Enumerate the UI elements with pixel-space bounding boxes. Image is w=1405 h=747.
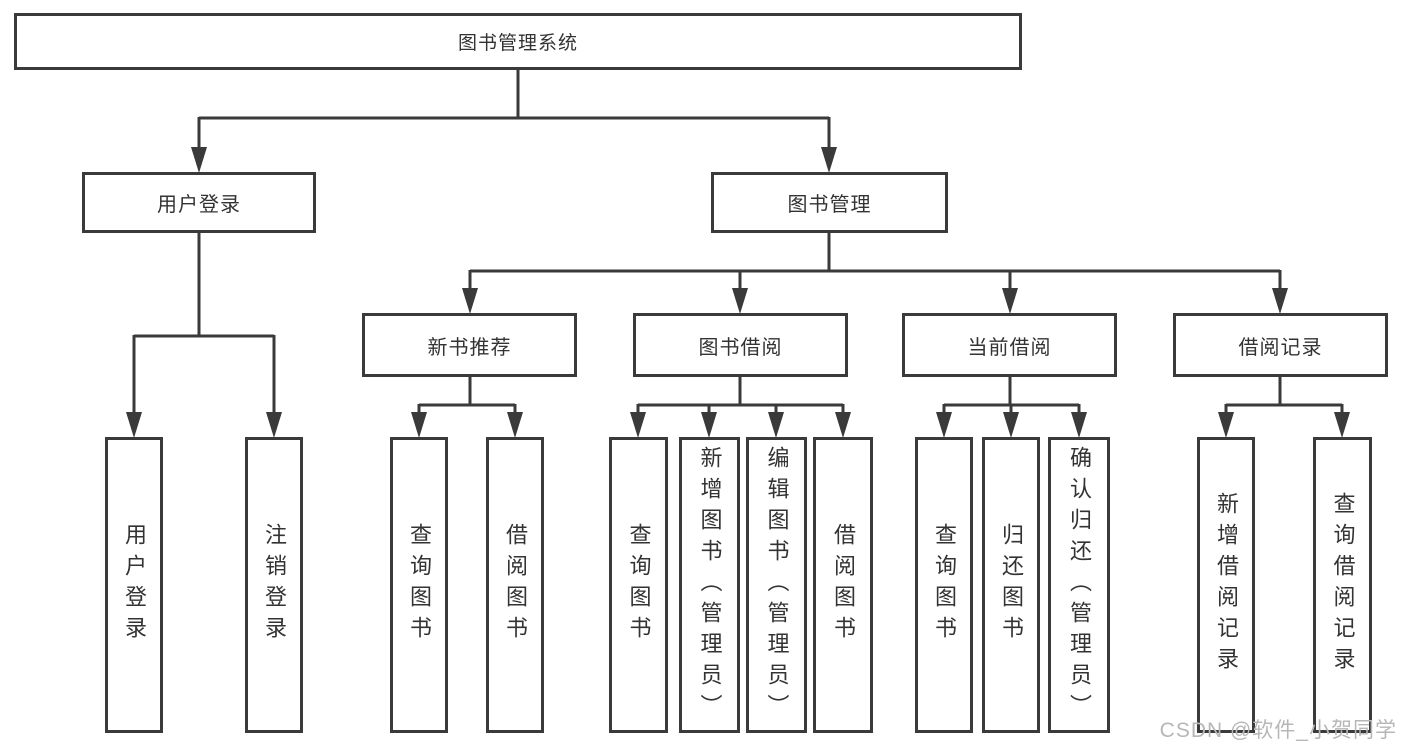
leaf-confirm-return-admin: 确认归还（管理员） <box>1048 437 1110 733</box>
node-user-login: 用户登录 <box>82 172 316 233</box>
node-book-management: 图书管理 <box>711 172 948 233</box>
node-borrowing-records: 借阅记录 <box>1173 313 1388 377</box>
leaf-query-book: 查询图书 <box>609 437 668 733</box>
node-new-book-recommend: 新书推荐 <box>362 313 577 377</box>
leaf-query-book: 查询图书 <box>915 437 973 733</box>
leaf-query-borrow-record: 查询借阅记录 <box>1313 437 1372 733</box>
leaf-query-book: 查询图书 <box>390 437 448 733</box>
node-book-borrowing: 图书借阅 <box>633 313 848 377</box>
leaf-borrow-book: 借阅图书 <box>813 437 873 733</box>
node-current-borrowing: 当前借阅 <box>902 313 1117 377</box>
leaf-add-book-admin: 新增图书（管理员） <box>679 437 740 733</box>
csdn-watermark: CSDN @软件_小贺同学 <box>1159 719 1397 742</box>
node-library-management-system: 图书管理系统 <box>14 13 1022 70</box>
leaf-logout: 注销登录 <box>245 437 303 733</box>
leaf-borrow-book: 借阅图书 <box>486 437 544 733</box>
leaf-add-borrow-record: 新增借阅记录 <box>1197 437 1255 733</box>
leaf-user-login: 用户登录 <box>105 437 163 733</box>
leaf-edit-book-admin: 编辑图书（管理员） <box>746 437 807 733</box>
leaf-return-book: 归还图书 <box>982 437 1040 733</box>
